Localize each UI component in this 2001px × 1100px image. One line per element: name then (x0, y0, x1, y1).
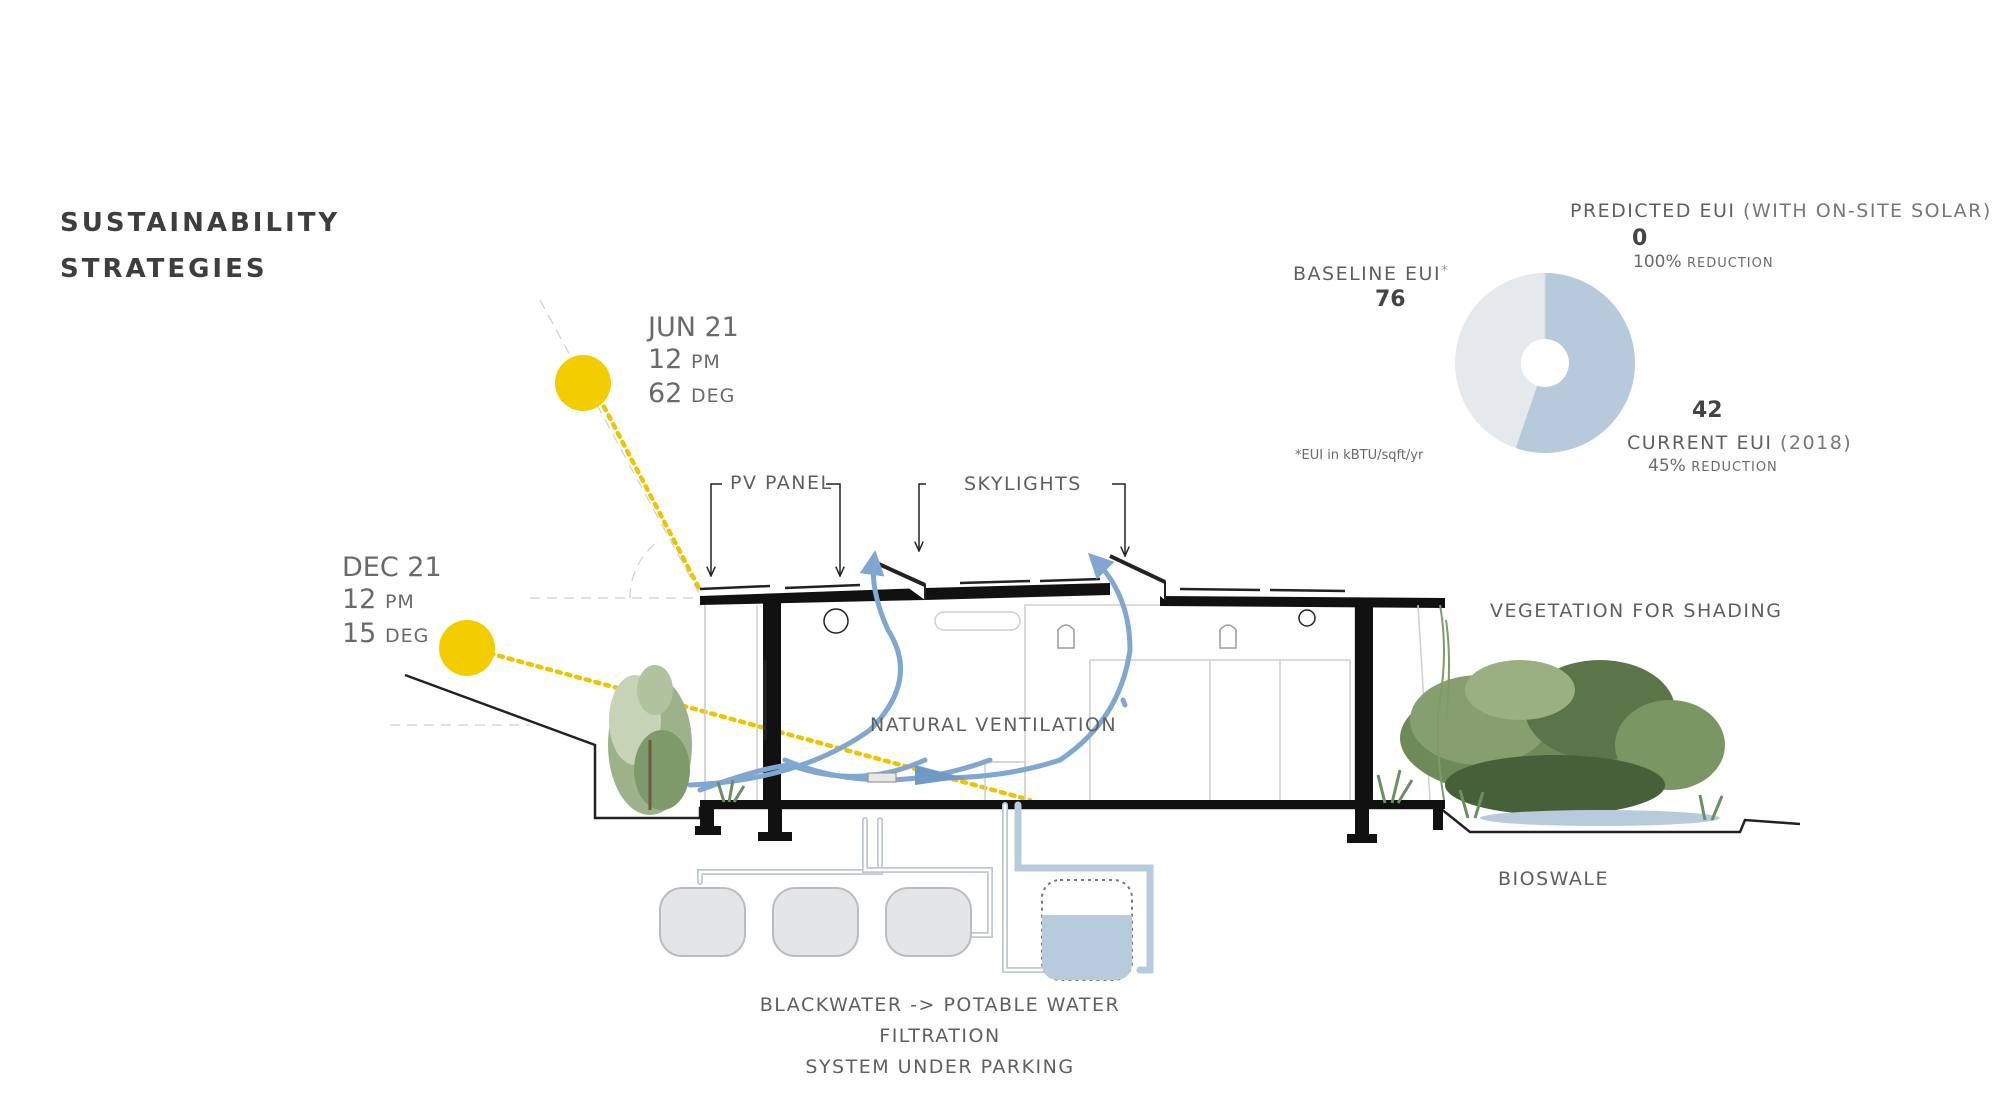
summer-hour: 12 PM (648, 344, 721, 375)
storage-tanks (659, 887, 972, 957)
pv-panel-label: PV PANEL (730, 472, 833, 494)
page-title: SUSTAINABILITY STRATEGIES (60, 200, 340, 292)
summer-sun-icon (555, 355, 611, 411)
vegetation-icon (1376, 604, 1725, 826)
winter-angle: 15 DEG (342, 618, 430, 649)
callout-brackets (711, 483, 1125, 575)
title-line-1: SUSTAINABILITY (60, 208, 341, 238)
winter-date: DEC 21 (342, 552, 442, 583)
footnote-star: * (1441, 263, 1450, 279)
skylights-label: SKYLIGHTS (964, 473, 1082, 495)
airflow-wedge (915, 765, 965, 785)
winter-sun-label: DEC 21 12 PM 15 DEG (342, 552, 442, 652)
predicted-eui-value: 0 (1632, 226, 1648, 251)
vegetation-label: VEGETATION FOR SHADING (1490, 600, 1783, 622)
summer-date: JUN 21 (648, 312, 739, 343)
donut-slice-current (1515, 273, 1635, 453)
left-grass-icon (716, 779, 746, 803)
winter-sun-icon (439, 620, 495, 676)
summer-angle: 62 DEG (648, 378, 736, 409)
water-system-line-1: BLACKWATER -> POTABLE WATER FILTRATION (759, 994, 1121, 1047)
title-line-2: STRATEGIES (60, 254, 268, 284)
interior-walls (704, 604, 1356, 808)
winter-hour: 12 PM (342, 584, 415, 615)
current-eui-label: CURRENT EUI (2018) (1627, 432, 1853, 454)
sun-angle-guides (390, 299, 701, 726)
building-structure (695, 583, 1445, 843)
summer-sun-label: JUN 21 12 PM 62 DEG (648, 312, 739, 412)
eui-donut-chart (1455, 273, 1635, 453)
water-system-line-2: SYSTEM UNDER PARKING (805, 1056, 1075, 1078)
predicted-reduction: 100% REDUCTION (1633, 252, 1774, 272)
baseline-eui-value: 76 (1375, 287, 1406, 312)
predicted-eui-label: PREDICTED EUI (WITH ON-SITE SOLAR) (1570, 200, 1992, 222)
water-system-label: BLACKWATER -> POTABLE WATER FILTRATION S… (700, 990, 1180, 1083)
bioswale-label: BIOSWALE (1498, 868, 1609, 890)
baseline-eui-label: BASELINE EUI* (1293, 263, 1450, 285)
natural-ventilation-label: NATURAL VENTILATION (870, 714, 1118, 736)
current-reduction: 45% REDUCTION (1648, 456, 1778, 476)
eui-footnote: *EUI in kBTU/sqft/yr (1295, 448, 1424, 463)
pipe-junction (867, 772, 897, 783)
water-pipes (697, 801, 1154, 974)
left-tree-icon (608, 665, 692, 815)
current-eui-value: 42 (1692, 398, 1723, 423)
filtration-tank (1041, 879, 1133, 981)
light-fixtures (823, 608, 1316, 649)
